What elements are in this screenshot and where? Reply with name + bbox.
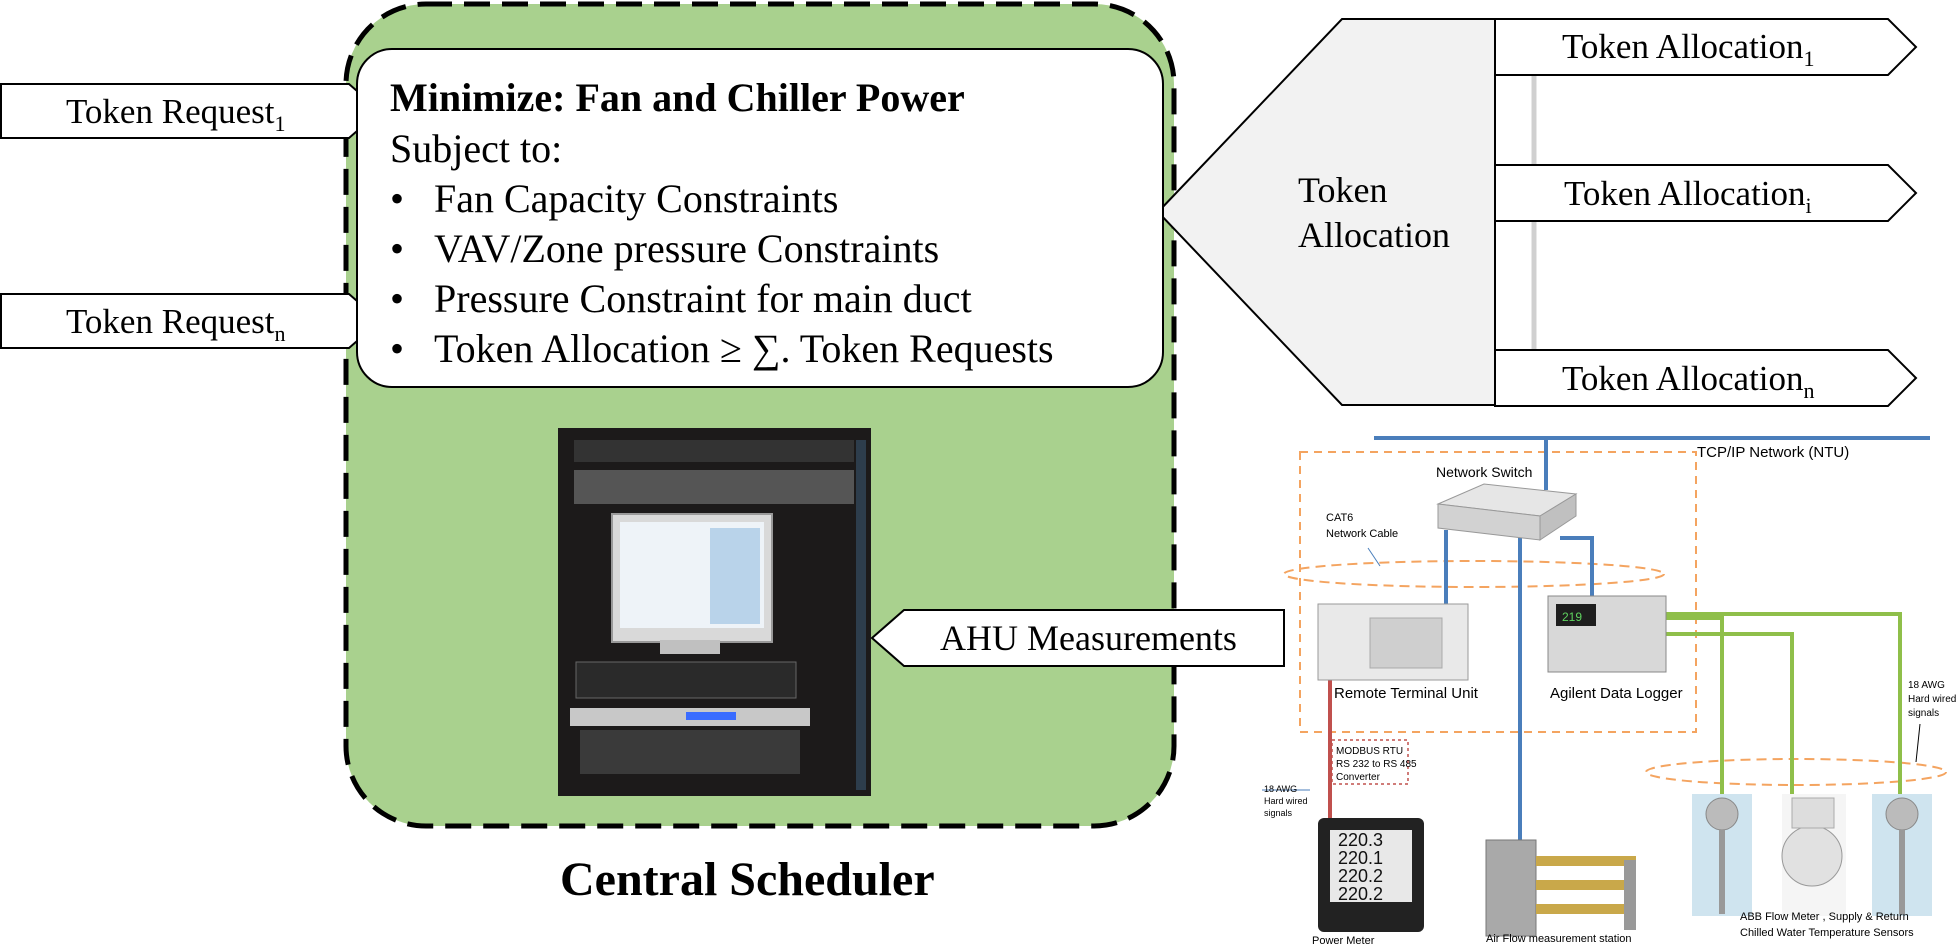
awg-right-label-1: 18 AWG (1908, 680, 1945, 691)
optimization-subject: Subject to: (390, 126, 563, 171)
constraint-item: • Fan Capacity Constraints (390, 174, 1162, 224)
awg-left-label-2: Hard wired (1264, 796, 1308, 806)
ahu-measurements-label: AHU Measurements (940, 618, 1237, 658)
abb-label-2: Chilled Water Temperature Sensors (1740, 927, 1914, 939)
constraint-text: Pressure Constraint for main duct (434, 276, 972, 321)
token-allocation-1-label: Token Allocation1 (1562, 27, 1815, 71)
token-allocation-n-label: Token Allocationn (1562, 359, 1815, 403)
power-meter-label: Power Meter (1312, 935, 1375, 944)
constraint-text: VAV/Zone pressure Constraints (434, 226, 940, 271)
token-allocation-shape (1156, 18, 1496, 406)
logger-label: Agilent Data Logger (1550, 685, 1683, 702)
modbus-label-3: Converter (1336, 772, 1381, 783)
logger-display: 219 (1562, 610, 1582, 624)
bullet-dot: • (390, 226, 405, 271)
modbus-label-1: MODBUS RTU (1336, 746, 1403, 757)
optimization-box: Minimize: Fan and Chiller Power Subject … (356, 48, 1164, 388)
token-allocation-center-line1: Token (1298, 170, 1387, 210)
abb-label-1: ABB Flow Meter , Supply & Return (1740, 911, 1909, 923)
constraint-text: Token Allocation ≥ ∑. Token Requests (434, 326, 1054, 371)
token-allocation-i-label: Token Allocationi (1564, 174, 1812, 218)
network-diagram: 219 220.3 220.1 220.2 220.2 (1262, 436, 1947, 937)
bullet-dot: • (390, 276, 405, 321)
tcpip-label: TCP/IP Network (NTU) (1697, 444, 1849, 461)
meter-reading-3: 220.2 (1338, 866, 1383, 886)
token-allocation-i-arrow (1494, 164, 1918, 222)
bullet-dot: • (390, 176, 405, 221)
token-allocation-center-line2: Allocation (1298, 215, 1450, 255)
bullet-dot: • (390, 326, 405, 371)
airflow-label: Air Flow measurement station (1486, 933, 1632, 944)
awg-left-label-3: signals (1264, 808, 1293, 818)
constraint-item: • Pressure Constraint for main duct (390, 274, 1162, 324)
rtu-label: Remote Terminal Unit (1334, 685, 1479, 702)
token-allocation-n-arrow (1494, 349, 1918, 407)
server-rack-photo (558, 428, 871, 796)
meter-reading-4: 220.2 (1338, 884, 1383, 904)
modbus-label-2: RS 232 to RS 485 (1336, 759, 1417, 770)
token-request-1-label: Token Request1 (66, 92, 285, 136)
cat6-label: CAT6 (1326, 512, 1353, 524)
meter-reading-1: 220.3 (1338, 830, 1383, 850)
awg-right-label-2: Hard wired (1908, 694, 1956, 705)
cat6-label-2: Network Cable (1326, 528, 1398, 540)
constraint-text: Fan Capacity Constraints (434, 176, 839, 221)
ahu-measurements-arrow (870, 609, 1285, 667)
optimization-title: Minimize: Fan and Chiller Power (390, 75, 965, 120)
constraint-item: • Token Allocation ≥ ∑. Token Requests (390, 324, 1162, 374)
rtu-dashed-boundary (1299, 451, 1697, 733)
awg-right-label-3: signals (1908, 708, 1939, 719)
awg-left-label-1: 18 AWG (1264, 784, 1297, 794)
meter-reading-2: 220.1 (1338, 848, 1383, 868)
switch-label: Network Switch (1436, 464, 1532, 480)
token-request-n-label: Token Requestn (66, 302, 285, 346)
token-allocation-1-arrow (1494, 18, 1918, 76)
constraint-item: • VAV/Zone pressure Constraints (390, 224, 1162, 274)
central-scheduler-label: Central Scheduler (560, 853, 935, 906)
